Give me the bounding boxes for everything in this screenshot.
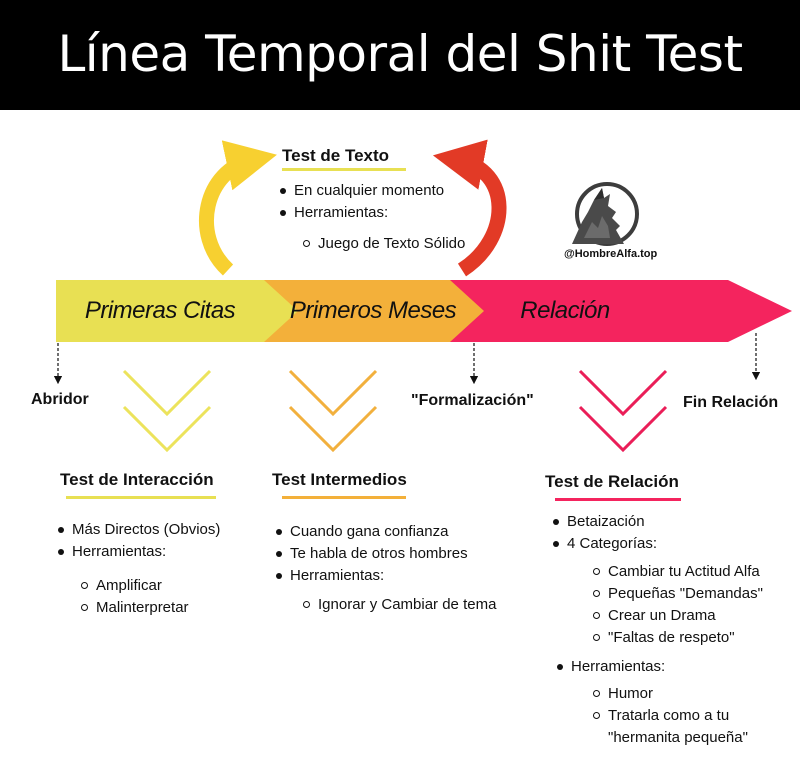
section-relacion-tools-label: Herramientas: [553, 656, 665, 678]
segment-relacion: Relación [520, 297, 610, 324]
band-relacion [436, 280, 792, 342]
section-intermedios-list: Cuando gana confianza Te habla de otros … [272, 521, 468, 587]
curved-arrow-left [198, 140, 277, 276]
list-item: Betaización [549, 511, 657, 533]
list-item: Herramientas: [54, 541, 220, 563]
list-item: 4 Categorías: [549, 533, 657, 555]
list-item: Te habla de otros hombres [272, 543, 468, 565]
list-item: Tratarla como a tu [590, 705, 729, 727]
logo-handle: @HombreAlfa.top [564, 248, 658, 260]
section-intermedios-heading: Test Intermedios [272, 470, 407, 489]
list-item: Herramientas: [272, 565, 468, 587]
list-item: Herramientas: [276, 202, 444, 224]
list-item: Crear un Drama [590, 605, 763, 627]
list-item-continuation: "hermanita pequeña" [608, 729, 748, 746]
section-relacion-tools: Humor Tratarla como a tu [590, 683, 729, 727]
section-relacion-heading: Test de Relación [545, 472, 679, 491]
chevron-pink-icon [578, 369, 668, 453]
band-primeros-meses [264, 280, 484, 342]
section-interaccion-underline [66, 496, 216, 499]
curved-arrow-right [432, 139, 507, 277]
title-banner: Línea Temporal del Shit Test [0, 0, 800, 110]
band-primeras-citas [56, 280, 298, 342]
segment-primeros-meses: Primeros Meses [289, 297, 457, 324]
section-intermedios-underline [282, 496, 406, 499]
list-item: Herramientas: [553, 656, 665, 678]
top-test-list: En cualquier momento Herramientas: [276, 180, 444, 224]
chevron-orange-icon [288, 369, 378, 453]
list-item: Amplificar [78, 575, 189, 597]
section-relacion-categories: Cambiar tu Actitud Alfa Pequeñas "Demand… [590, 561, 763, 649]
marker-abridor: Abridor [31, 391, 89, 408]
section-relacion-underline [555, 498, 681, 501]
list-item: Más Directos (Obvios) [54, 519, 220, 541]
list-item: Cuando gana confianza [272, 521, 468, 543]
list-item: Pequeñas "Demandas" [590, 583, 763, 605]
wolf-logo-icon [572, 182, 639, 246]
section-relacion-list: Betaización 4 Categorías: [549, 511, 657, 555]
list-item: Humor [590, 683, 729, 705]
list-item: Juego de Texto Sólido [300, 233, 465, 255]
marker-formalizacion: "Formalización" [411, 392, 534, 409]
section-intermedios-sublist: Ignorar y Cambiar de tema [300, 594, 496, 616]
section-interaccion-list: Más Directos (Obvios) Herramientas: [54, 519, 220, 563]
top-test-sublist: Juego de Texto Sólido [300, 233, 465, 255]
top-test-underline [282, 168, 406, 171]
list-item: Ignorar y Cambiar de tema [300, 594, 496, 616]
marker-fin-relacion: Fin Relación [683, 394, 779, 411]
list-item: "Faltas de respeto" [590, 627, 763, 649]
section-interaccion-heading: Test de Interacción [60, 470, 214, 489]
top-test-heading: Test de Texto [282, 146, 390, 165]
section-interaccion-sublist: Amplificar Malinterpretar [78, 575, 189, 619]
list-item: Malinterpretar [78, 597, 189, 619]
chevron-yellow-icon [122, 369, 212, 453]
segment-primeras-citas: Primeras Citas [84, 297, 236, 324]
list-item: Cambiar tu Actitud Alfa [590, 561, 763, 583]
page-title: Línea Temporal del Shit Test [57, 25, 743, 83]
list-item: En cualquier momento [276, 180, 444, 202]
